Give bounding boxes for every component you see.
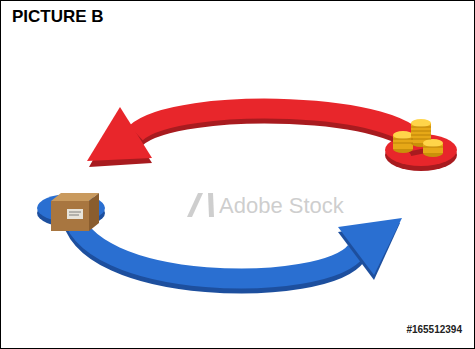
watermark-text: Adobe Stock <box>219 193 344 219</box>
stock-number: #165512394 <box>406 324 462 335</box>
watermark-logo <box>187 193 214 217</box>
blue-arrowhead <box>338 218 402 275</box>
red-arrowhead <box>87 107 152 161</box>
cardboard-box <box>51 193 99 231</box>
coin-stacks <box>393 119 443 157</box>
picture-title: PICTURE B <box>12 7 104 27</box>
blue-arrow-band <box>71 208 356 279</box>
red-arrow-band <box>136 109 421 149</box>
